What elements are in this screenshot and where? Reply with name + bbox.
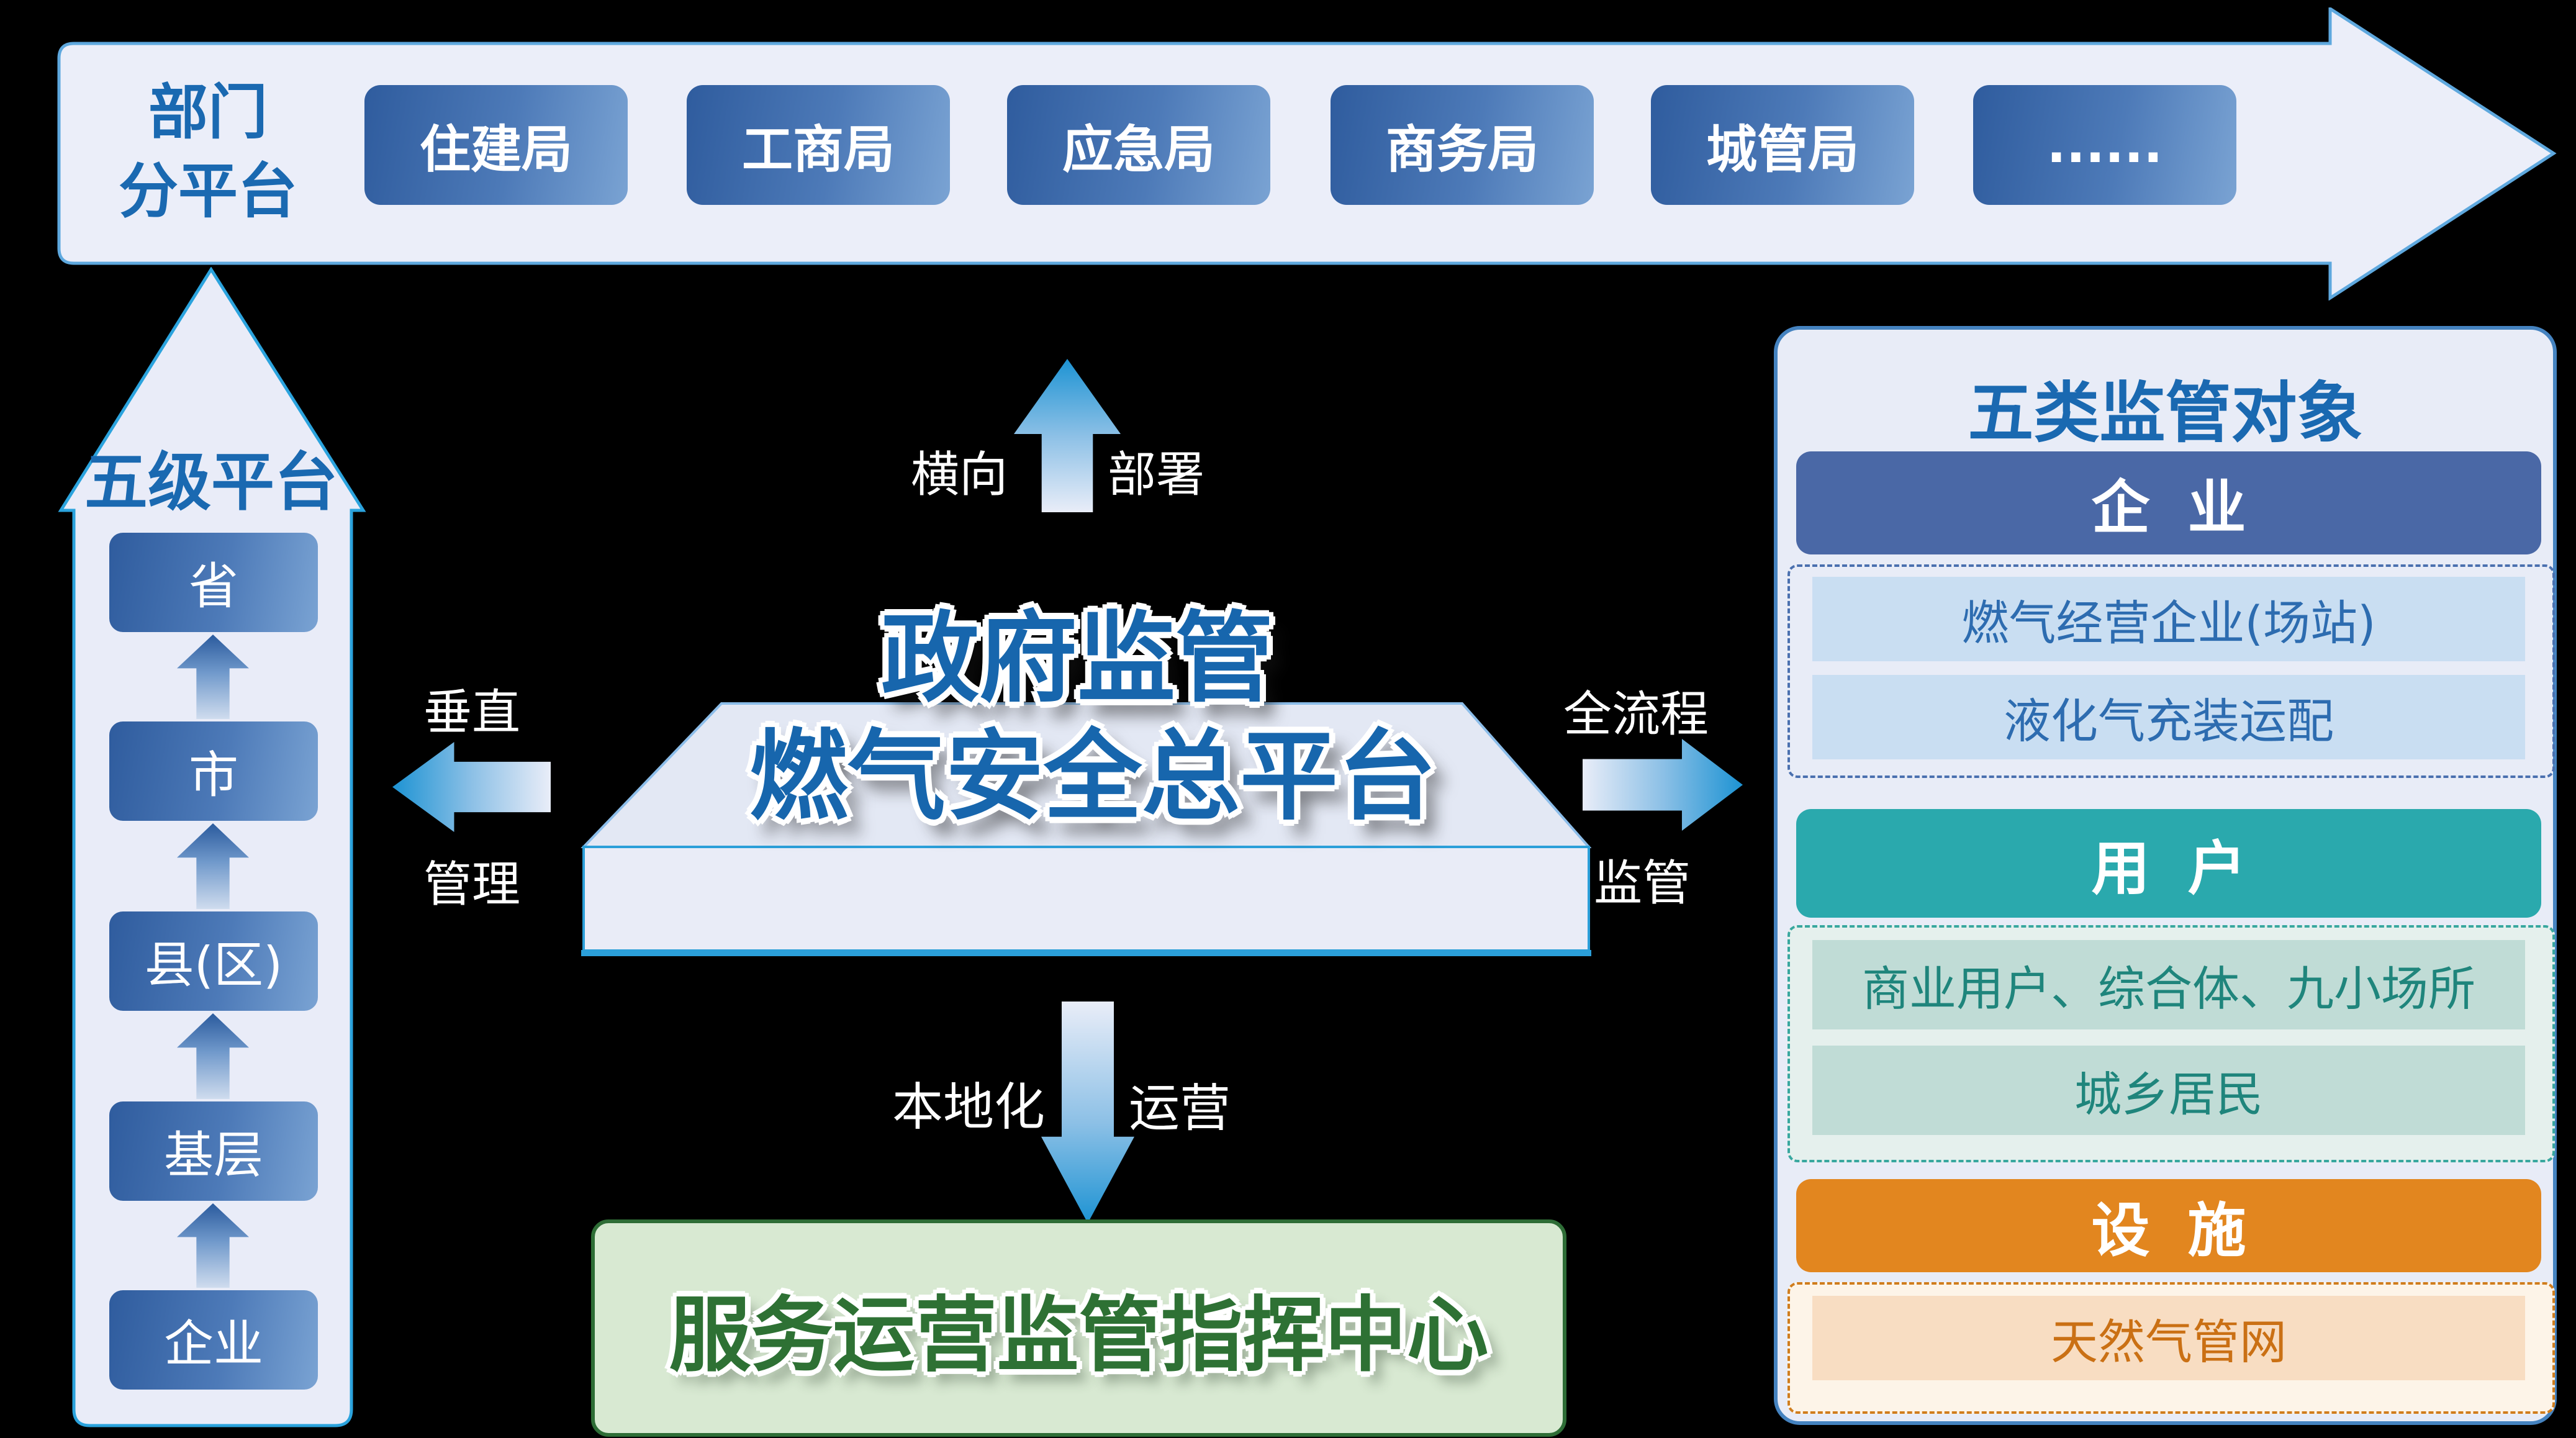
level-box-county: 县(区) [109, 911, 318, 1011]
department-box-label: 城管局 [1706, 120, 1859, 179]
user-item-row: 城乡居民 [1812, 1046, 2525, 1135]
enterprise-item-row: 液化气充装运配 [1812, 675, 2525, 759]
up-arrow-label-left: 横向 [910, 447, 1008, 503]
main-platform-shape [581, 702, 1592, 956]
department-platform-label-line1: 部门 [148, 78, 268, 147]
section-header-facility: 设施 [1796, 1179, 2541, 1272]
department-arrow-shape [57, 7, 2557, 301]
department-box-label: ...... [2046, 115, 2163, 174]
level-box-label: 县(区) [144, 936, 283, 994]
department-box-zhujian: 住建局 [364, 85, 628, 205]
level-box-label: 市 [189, 746, 238, 804]
department-box-label: 工商局 [741, 120, 895, 179]
enterprise-item-row: 燃气经营企业(场站) [1812, 577, 2525, 661]
right-arrow-label-top: 全流程 [1563, 687, 1709, 743]
level-box-province: 省 [109, 533, 318, 632]
left-arrow-label-top: 垂直 [423, 685, 520, 741]
department-box-shangwu: 商务局 [1331, 85, 1594, 205]
department-box-more: ...... [1973, 85, 2236, 205]
level-box-label: 基层 [164, 1126, 263, 1184]
department-box-label: 住建局 [419, 120, 572, 179]
level-box-grassroots: 基层 [109, 1101, 318, 1201]
down-arrow-label-left: 本地化 [892, 1078, 1045, 1137]
section-enterprise-group [1787, 564, 2555, 778]
level-box-enterprise: 企业 [109, 1290, 318, 1390]
command-center-label: 服务运营监管指挥中心 [669, 1287, 1489, 1383]
supervision-panel-title: 五类监管对象 [1968, 375, 2363, 451]
command-center-box: 服务运营监管指挥中心 [591, 1219, 1566, 1437]
level-box-city: 市 [109, 721, 318, 821]
facility-item-row: 天然气管网 [1812, 1296, 2525, 1380]
department-box-gongshang: 工商局 [687, 85, 950, 205]
main-platform-title-line1: 政府监管 [881, 602, 1273, 716]
department-box-yingji: 应急局 [1007, 85, 1270, 205]
department-platform-label: 部门 分平台 [93, 73, 323, 230]
department-box-label: 商务局 [1385, 120, 1539, 179]
level-box-label: 省 [189, 558, 238, 615]
left-arrow-icon [392, 742, 551, 832]
supervision-panel: 五类监管对象 企业 燃气经营企业(场站) 液化气充装运配 用户 商业用户、综合体… [1774, 326, 2557, 1425]
department-platform-label-line2: 分平台 [119, 156, 297, 226]
department-box-label: 应急局 [1062, 120, 1215, 179]
down-arrow-label-right: 运营 [1128, 1079, 1231, 1138]
section-header-user: 用户 [1796, 809, 2541, 918]
five-level-platform-title: 五级平台 [84, 446, 338, 520]
department-box-chengguan: 城管局 [1651, 85, 1914, 205]
right-arrow-label-bottom: 监管 [1593, 856, 1691, 911]
level-box-label: 企业 [164, 1315, 263, 1373]
left-arrow-label-bottom: 管理 [423, 857, 520, 913]
up-arrow-label-right: 部署 [1107, 447, 1204, 503]
user-item-row: 商业用户、综合体、九小场所 [1812, 940, 2525, 1029]
main-platform-title-line2: 燃气安全总平台 [749, 720, 1436, 834]
section-header-enterprise: 企业 [1796, 451, 2541, 554]
